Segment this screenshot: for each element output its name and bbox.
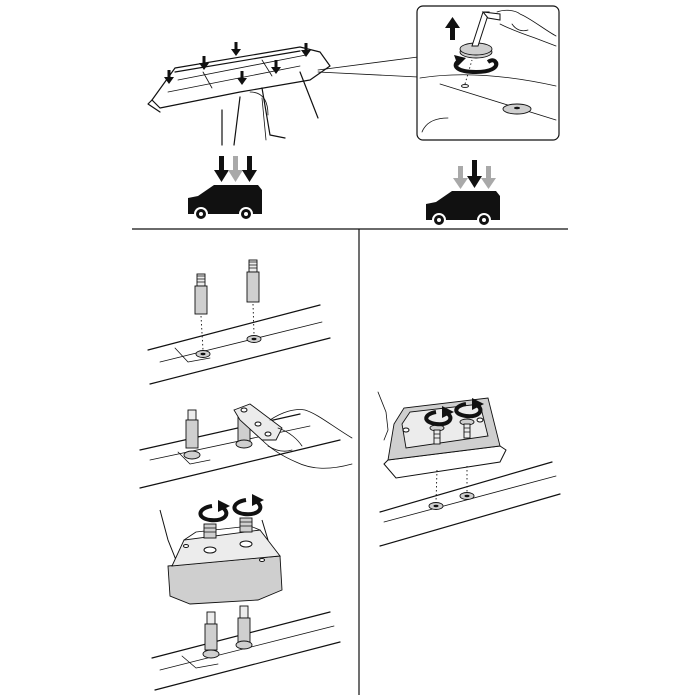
mount-hole — [461, 83, 469, 89]
rotation-arrow-icon — [424, 406, 454, 427]
foot-pack — [159, 509, 283, 605]
hand-icon — [261, 409, 353, 469]
vehicle-roof-overview — [147, 46, 331, 146]
load-arrow-icon — [467, 160, 482, 188]
mount-hole — [183, 450, 201, 460]
rotation-arrow-icon — [453, 55, 499, 75]
load-arrow-icon — [214, 156, 229, 182]
rotation-arrow-icon — [454, 398, 484, 419]
rotation-arrow-icon — [198, 500, 230, 523]
roof-arrow-icon-group — [164, 42, 311, 85]
step-studs-tighten — [139, 403, 353, 489]
threaded-stud — [185, 409, 199, 449]
spanner-tool — [233, 403, 283, 441]
hand-icon — [496, 9, 557, 47]
roof-arrow-icon — [271, 60, 281, 74]
rotation-arrow-icon — [232, 494, 264, 517]
right-variant-car — [426, 160, 500, 227]
nut — [239, 517, 253, 533]
mount-hole — [235, 439, 253, 449]
lift-arrow-icon — [445, 17, 460, 40]
left-variant-car — [188, 156, 262, 221]
threaded-stud — [204, 611, 218, 651]
roof-arrow-icon — [199, 56, 209, 70]
roof-arrow-icon — [301, 43, 311, 57]
nut — [203, 523, 217, 539]
threaded-stud — [237, 605, 251, 643]
step-studs-insert — [147, 259, 331, 385]
hex-key-icon — [471, 11, 501, 47]
roof-arrow-icon — [237, 71, 247, 85]
bolt — [429, 424, 445, 445]
step-foot-mount-right — [377, 391, 561, 547]
roof-arrow-icon — [164, 70, 174, 84]
detail-inset — [416, 5, 560, 141]
callout-line — [317, 56, 419, 71]
threaded-stud — [246, 259, 260, 303]
load-arrow-icon — [453, 166, 468, 189]
load-arrow-icon — [481, 166, 496, 189]
car-silhouette-icon — [188, 185, 262, 221]
load-arrow-icon — [228, 156, 243, 182]
threaded-stud — [194, 273, 208, 315]
bolt — [459, 418, 475, 439]
load-arrow-icon — [242, 156, 257, 182]
step-foot-mount-left — [151, 494, 341, 691]
car-silhouette-icon — [426, 191, 500, 227]
roof-arrow-icon — [231, 42, 241, 56]
